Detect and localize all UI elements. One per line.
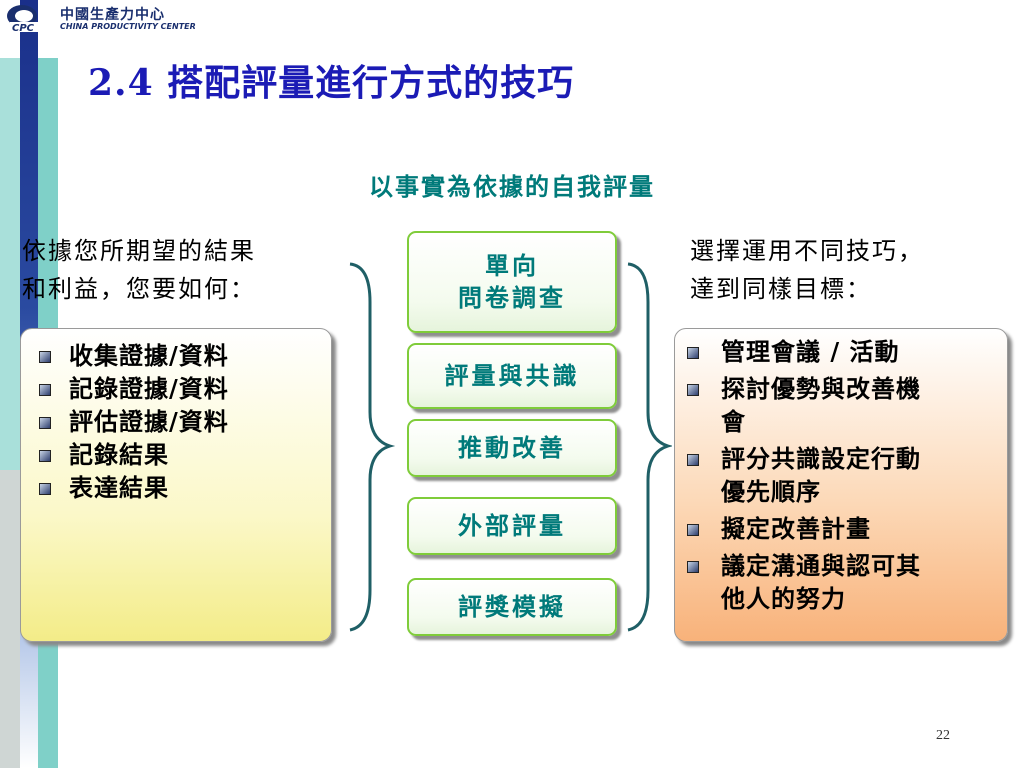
square-bullet-icon (39, 417, 51, 429)
method-box-questionnaire: 單向 問卷調查 (407, 231, 617, 333)
list-item-line2: 優先順序 (721, 477, 821, 506)
square-bullet-icon (687, 524, 699, 536)
list-item: 議定溝通與認可其他人的努力 (677, 549, 997, 615)
list-item-line2: 他人的努力 (721, 584, 846, 613)
list-item-text: 記錄證據/資料 (69, 374, 229, 403)
square-bullet-icon (687, 347, 699, 359)
cpc-logo-icon: CPC (7, 5, 54, 34)
method-box-improvement: 推動改善 (407, 419, 617, 477)
method-box-label: 外部評量 (458, 511, 566, 540)
list-item: 記錄結果 (29, 438, 229, 471)
side-bar-gray (0, 470, 20, 768)
left-list: 收集證據/資料 記錄證據/資料 評估證據/資料 記錄結果 表達結果 (29, 339, 229, 504)
list-item-text: 表達結果 (69, 473, 169, 502)
square-bullet-icon (687, 384, 699, 396)
list-item: 管理會議 / 活動 (677, 335, 997, 368)
square-bullet-icon (39, 483, 51, 495)
method-box-label: 評量與共識 (444, 361, 580, 390)
subtitle: 以事實為依據的自我評量 (369, 172, 655, 201)
list-item-line1: 評分共識設定行動 (721, 444, 921, 473)
square-bullet-icon (39, 384, 51, 396)
method-box-external-assessment: 外部評量 (407, 497, 617, 555)
left-question-line1: 依據您所期望的結果 (22, 237, 256, 265)
left-panel: 收集證據/資料 記錄證據/資料 評估證據/資料 記錄結果 表達結果 (20, 328, 332, 642)
method-box-label: 推動改善 (458, 433, 566, 462)
list-item: 擬定改善計畫 (677, 512, 997, 545)
right-brace (627, 262, 672, 632)
right-question-line2: 達到同樣目標： (690, 275, 872, 303)
list-item-text: 記錄結果 (69, 440, 169, 469)
svg-text:CPC: CPC (12, 23, 35, 34)
right-question-line1: 選擇運用不同技巧， (690, 237, 924, 265)
square-bullet-icon (687, 561, 699, 573)
left-question: 依據您所期望的結果 和利益，您要如何： (22, 232, 256, 308)
square-bullet-icon (687, 454, 699, 466)
list-item-line1: 議定溝通與認可其 (721, 551, 921, 580)
square-bullet-icon (39, 351, 51, 363)
list-item-line1: 探討優勢與改善機 (721, 374, 921, 403)
list-item: 評估證據/資料 (29, 405, 229, 438)
list-item-line1: 管理會議 / 活動 (721, 337, 900, 366)
method-box-label: 評獎模擬 (458, 592, 566, 621)
logo-text-en: CHINA PRODUCTIVITY CENTER (60, 22, 196, 31)
list-item-line2: 會 (721, 407, 746, 436)
method-box-line1: 單向 (485, 251, 539, 280)
list-item: 探討優勢與改善機會 (677, 372, 997, 438)
method-box-award-simulation: 評獎模擬 (407, 578, 617, 636)
method-box-assessment-consensus: 評量與共識 (407, 343, 617, 409)
page-number: 22 (936, 728, 950, 743)
list-item: 收集證據/資料 (29, 339, 229, 372)
cpc-logo: CPC 中國生產力中心 CHINA PRODUCTIVITY CENTER (4, 2, 224, 36)
left-question-line2: 和利益，您要如何： (22, 275, 256, 303)
page-title: 2.4 搭配評量進行方式的技巧 (88, 62, 575, 104)
list-item: 表達結果 (29, 471, 229, 504)
list-item: 評分共識設定行動優先順序 (677, 442, 997, 508)
right-question: 選擇運用不同技巧， 達到同樣目標： (690, 232, 924, 308)
right-list: 管理會議 / 活動 探討優勢與改善機會 評分共識設定行動優先順序 擬定改善計畫 … (677, 335, 997, 619)
list-item-text: 收集證據/資料 (69, 341, 229, 370)
list-item-text: 評估證據/資料 (69, 407, 229, 436)
list-item: 記錄證據/資料 (29, 372, 229, 405)
right-panel: 管理會議 / 活動 探討優勢與改善機會 評分共識設定行動優先順序 擬定改善計畫 … (674, 328, 1008, 642)
list-item-line1: 擬定改善計畫 (721, 514, 871, 543)
left-brace (349, 262, 396, 632)
method-box-line2: 問卷調查 (458, 283, 566, 312)
square-bullet-icon (39, 450, 51, 462)
logo-text-cn: 中國生產力中心 (60, 7, 165, 23)
